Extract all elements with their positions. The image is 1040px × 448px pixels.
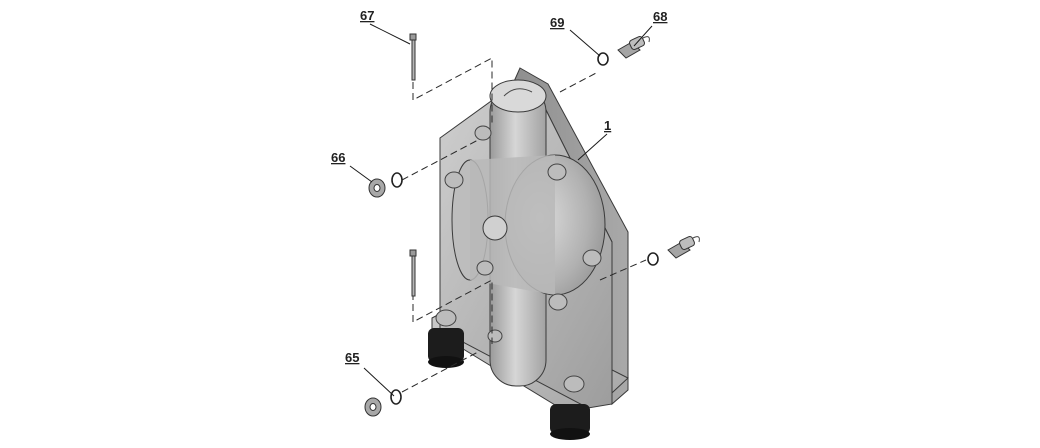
callout-68: 68 <box>653 9 667 24</box>
fitting-68-upper <box>617 35 650 59</box>
washer-66 <box>368 172 403 198</box>
fitting-68-lower <box>667 235 700 259</box>
leader-lines <box>349 23 653 397</box>
bolt-67-lower <box>409 249 417 297</box>
callout-69: 69 <box>550 15 564 30</box>
bolt-67-upper <box>409 33 417 81</box>
housing-cone-throat <box>470 155 555 295</box>
callout-66: 66 <box>331 150 345 165</box>
washer-69-upper <box>597 52 609 66</box>
callout-65: 65 <box>345 350 359 365</box>
callout-1: 1 <box>604 118 611 133</box>
callout-67: 67 <box>360 8 374 23</box>
washer-69-lower <box>647 252 659 266</box>
housing-body <box>428 67 629 440</box>
assembly-dashed-lines <box>401 57 647 393</box>
washer-65 <box>364 389 402 417</box>
housing-feet <box>428 328 590 440</box>
housing-mounting-bosses <box>435 125 602 393</box>
housing-top-dome <box>489 79 547 113</box>
